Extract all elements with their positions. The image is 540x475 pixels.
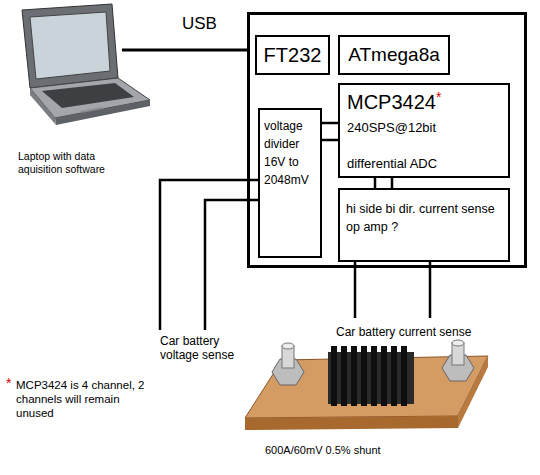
shunt-fin (361, 346, 367, 406)
box-label: differential ADC (347, 156, 501, 172)
adc-box: MCP3424* 240SPS@12bit differential ADC (338, 83, 510, 178)
laptop-illustration (22, 4, 150, 125)
shunt-resistor-block (328, 352, 414, 404)
bolt-nut (272, 359, 304, 385)
shunt-fin (351, 346, 357, 406)
box-label: FT232 (264, 43, 322, 67)
laptop-lid (22, 4, 118, 88)
part-caption: 600A/60mV 0.5% shunt (265, 444, 485, 457)
footnote-text: MCP3424 is 4 channel, 2 channels will re… (16, 379, 151, 420)
bolt-top (452, 340, 464, 346)
divider-box: voltage divider 16V to 2048mV (258, 108, 322, 258)
signal-label: Car battery voltage sense (160, 334, 260, 363)
device-caption: Laptop with data aquisition software (18, 150, 138, 175)
shunt-plate (245, 356, 488, 418)
laptop-screen (30, 12, 110, 79)
shunt-fin (341, 346, 347, 406)
bolt-stud (282, 346, 294, 368)
laptop-front-edge (55, 100, 150, 125)
bolt-nut (442, 355, 474, 381)
bus-label: USB (182, 14, 217, 34)
shunt-fin (391, 346, 397, 406)
shunt-fin (381, 346, 387, 406)
footnote-mark: * (6, 375, 11, 392)
ic-box: FT232 (255, 35, 330, 75)
signal-wire (322, 122, 338, 125)
laptop-side-edge (30, 88, 56, 125)
shunt-plate-side (458, 356, 488, 428)
bolt-stud (452, 343, 464, 365)
signal-label: Car battery current sense (336, 325, 526, 339)
box-label: MCP3424 (347, 91, 436, 113)
voltage-sense-wire (160, 180, 258, 330)
ic-box: ATmega8a (338, 35, 450, 75)
shunt-illustration (245, 340, 488, 430)
signal-wire (322, 139, 338, 142)
current-sense-wire (429, 262, 432, 318)
opamp-box: hi side bi dir. current sense op amp ? (338, 188, 510, 262)
signal-wire (374, 178, 377, 188)
usb-cable (122, 49, 247, 52)
shunt-plate-edge (245, 416, 458, 430)
shunt-fin (401, 346, 407, 406)
box-label: * (436, 89, 441, 105)
signal-wire (391, 178, 394, 188)
laptop-keyboard (42, 83, 134, 108)
box-label: hi side bi dir. current sense op amp ? (346, 202, 495, 234)
voltage-sense-wire (205, 200, 258, 330)
current-sense-wire (354, 262, 357, 318)
box-label: voltage divider 16V to 2048mV (264, 119, 309, 187)
bolt-top (282, 343, 294, 349)
circuit-board: FT232 ATmega8aMCP3424* 240SPS@12bit differe… (247, 12, 527, 268)
laptop-touchpad (80, 107, 107, 115)
shunt-fin (371, 346, 377, 406)
laptop-base (30, 78, 150, 118)
shunt-fin (331, 346, 337, 406)
box-label: 240SPS@12bit (347, 120, 501, 136)
box-label: ATmega8a (348, 44, 440, 67)
